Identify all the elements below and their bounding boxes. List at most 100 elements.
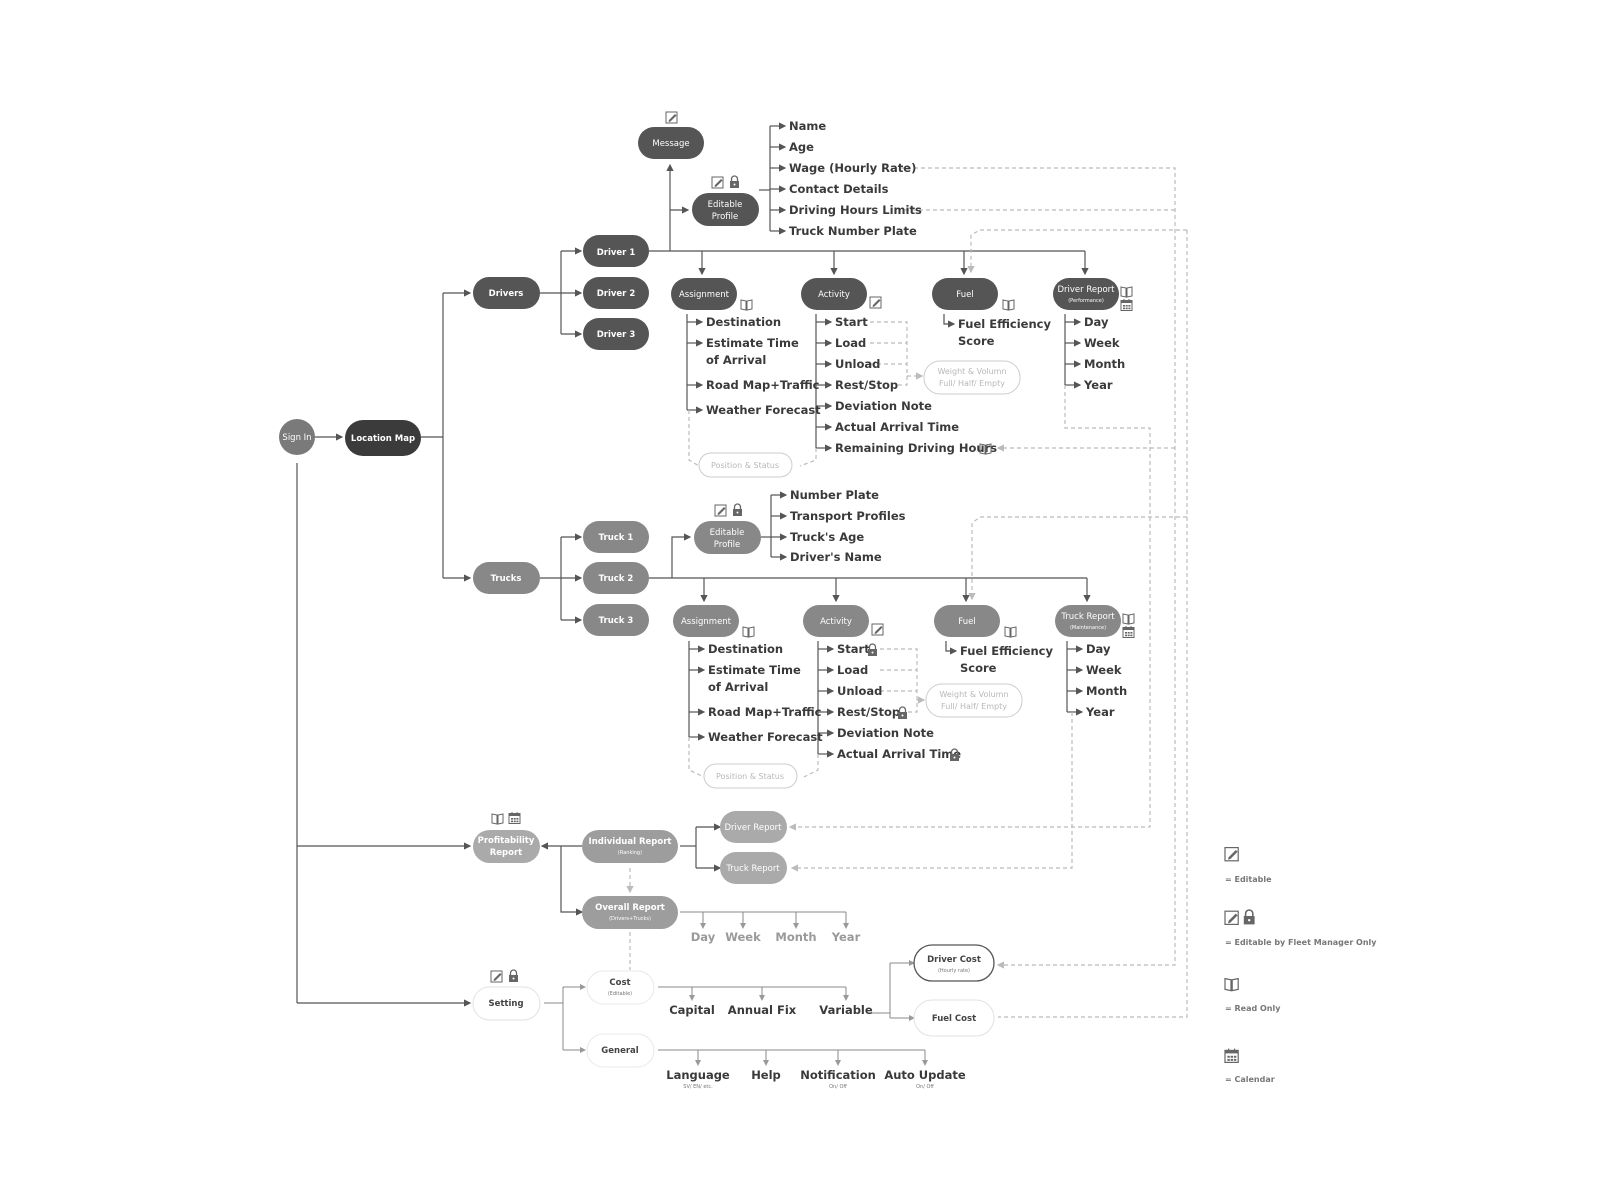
svg-text:= Read Only: = Read Only [1225, 1004, 1281, 1013]
svg-text:Profitability: Profitability [478, 836, 535, 846]
svg-text:Fuel: Fuel [958, 617, 975, 627]
setting-node[interactable]: Setting [472, 986, 541, 1021]
overall-report-periods: Day Week Month Year [691, 930, 861, 944]
book-icon [1120, 286, 1133, 298]
lock-icon [1243, 909, 1256, 926]
svg-text:Assignment: Assignment [679, 290, 730, 300]
driver-1-node[interactable]: Driver 1 [583, 235, 649, 267]
drivers-node[interactable]: Drivers [473, 277, 540, 309]
driver-activity-items: Start Load Unload Rest/Stop Deviation No… [835, 315, 997, 455]
message-node[interactable]: Message [638, 127, 704, 159]
svg-text:Fuel Cost: Fuel Cost [932, 1014, 976, 1024]
svg-text:Auto Update: Auto Update [884, 1068, 966, 1082]
driver-cost-node[interactable]: Driver Cost (Hourly rate) [913, 944, 995, 982]
truck-3-node[interactable]: Truck 3 [583, 604, 649, 636]
driver-activity-node[interactable]: Activity [801, 278, 867, 310]
svg-text:Overall Report: Overall Report [595, 903, 665, 913]
truck-editable-profile-node[interactable]: Editable Profile [694, 521, 761, 554]
svg-text:Deviation Note: Deviation Note [837, 726, 934, 740]
svg-text:Weight & Volumn: Weight & Volumn [937, 367, 1006, 376]
lock-icon [732, 503, 743, 517]
legend-fleet-manager: = Editable by Fleet Manager Only [1224, 909, 1377, 947]
svg-text:Unload: Unload [835, 357, 880, 371]
general-items: Language SV/ EN/ etc. Help Notification … [666, 1068, 966, 1090]
svg-text:= Editable: = Editable [1225, 875, 1272, 884]
truck-report-periods: Day Week Month Year [1085, 642, 1127, 719]
truck-fuel-node[interactable]: Fuel [934, 605, 1000, 637]
svg-text:Assignment: Assignment [681, 617, 732, 627]
truck-activity-items: Start Load Unload Rest/Stop Deviation No… [837, 642, 961, 761]
driver-2-node[interactable]: Driver 2 [583, 277, 649, 309]
trucks-node[interactable]: Trucks [473, 562, 540, 594]
svg-text:Weight & Volumn: Weight & Volumn [939, 690, 1008, 699]
truck-assignment-node[interactable]: Assignment [673, 605, 739, 637]
truck-assignment-items: Destination Estimate Time of Arrival Roa… [708, 642, 823, 744]
svg-text:(Hourly rate): (Hourly rate) [938, 968, 970, 974]
svg-text:Day: Day [691, 930, 716, 944]
truck-activity-node[interactable]: Activity [803, 605, 869, 637]
svg-text:Annual Fix: Annual Fix [728, 1003, 797, 1017]
driver-profile-fields: Name Age Wage (Hourly Rate) Contact Deta… [789, 119, 922, 238]
svg-text:Day: Day [1084, 315, 1109, 329]
svg-text:(Drivers+Trucks): (Drivers+Trucks) [609, 916, 651, 922]
svg-text:Month: Month [775, 930, 816, 944]
svg-text:General: General [601, 1046, 638, 1056]
driver-3-node[interactable]: Driver 3 [583, 318, 649, 350]
driver-fuel-node[interactable]: Fuel [932, 278, 998, 310]
sign-in-node[interactable]: Sign In [279, 419, 315, 455]
ind-truck-report-node[interactable]: Truck Report [720, 852, 787, 884]
svg-text:Individual Report: Individual Report [589, 837, 672, 847]
svg-text:Destination: Destination [708, 642, 783, 656]
book-icon [1224, 978, 1239, 992]
profitability-report-node[interactable]: Profitability Report [473, 830, 540, 863]
svg-text:Number Plate: Number Plate [790, 488, 879, 502]
svg-text:Driver 2: Driver 2 [597, 289, 636, 299]
driver-report-node[interactable]: Driver Report (Performance) [1053, 278, 1119, 310]
connectors [296, 122, 1091, 1066]
book-icon [740, 299, 753, 311]
svg-text:Editable: Editable [710, 528, 745, 538]
truck-1-node[interactable]: Truck 1 [583, 521, 649, 553]
svg-text:Road Map+Traffic: Road Map+Traffic [706, 378, 820, 392]
cost-node[interactable]: Cost (Editable) [586, 970, 655, 1005]
svg-text:Message: Message [652, 139, 689, 149]
individual-report-node[interactable]: Individual Report (Ranking) [582, 830, 678, 863]
field-label: Wage (Hourly Rate) [789, 161, 916, 175]
svg-text:Setting: Setting [488, 999, 523, 1009]
book-icon [491, 813, 504, 825]
driver-weight-pill: Weight & Volumn Full/ Half/ Empty [923, 360, 1021, 395]
driver-assignment-node[interactable]: Assignment [671, 278, 737, 310]
svg-text:Editable: Editable [708, 200, 743, 210]
fuel-cost-node[interactable]: Fuel Cost [913, 999, 995, 1037]
svg-text:Position & Status: Position & Status [711, 461, 779, 470]
svg-text:Month: Month [1084, 357, 1125, 371]
svg-text:Help: Help [751, 1068, 781, 1082]
ind-driver-report-node[interactable]: Driver Report [720, 811, 787, 843]
general-node[interactable]: General [586, 1033, 655, 1068]
svg-text:Drivers: Drivers [489, 289, 524, 299]
svg-text:Load: Load [837, 663, 868, 677]
svg-text:SV/ EN/ etc.: SV/ EN/ etc. [683, 1084, 713, 1090]
svg-text:Month: Month [1086, 684, 1127, 698]
svg-text:Deviation Note: Deviation Note [835, 399, 932, 413]
svg-text:On/ Off: On/ Off [916, 1084, 934, 1090]
book-icon [742, 626, 755, 638]
svg-text:Estimate Time: Estimate Time [708, 663, 801, 677]
location-map-node[interactable]: Location Map [345, 420, 421, 456]
truck-report-node[interactable]: Truck Report (Maintenance) [1055, 605, 1121, 637]
dashed-connectors [626, 167, 1188, 1018]
overall-report-node[interactable]: Overall Report (Drivers+Trucks) [582, 896, 678, 929]
cost-items: Capital Annual Fix Variable [669, 1003, 873, 1017]
svg-text:Year: Year [1085, 705, 1115, 719]
truck-2-node[interactable]: Truck 2 [583, 562, 649, 594]
svg-text:Fuel Efficiency: Fuel Efficiency [960, 644, 1053, 658]
svg-text:Transport Profiles: Transport Profiles [790, 509, 906, 523]
svg-text:Truck Report: Truck Report [725, 864, 780, 874]
svg-text:Truck 2: Truck 2 [599, 574, 634, 584]
svg-text:Day: Day [1086, 642, 1111, 656]
svg-text:Driver Report: Driver Report [1057, 285, 1115, 295]
pencil-icon [869, 296, 882, 309]
svg-text:Rest/Stop: Rest/Stop [835, 378, 898, 392]
driver-editable-profile-node[interactable]: Editable Profile [692, 193, 759, 226]
svg-text:Trucks: Trucks [491, 574, 522, 584]
